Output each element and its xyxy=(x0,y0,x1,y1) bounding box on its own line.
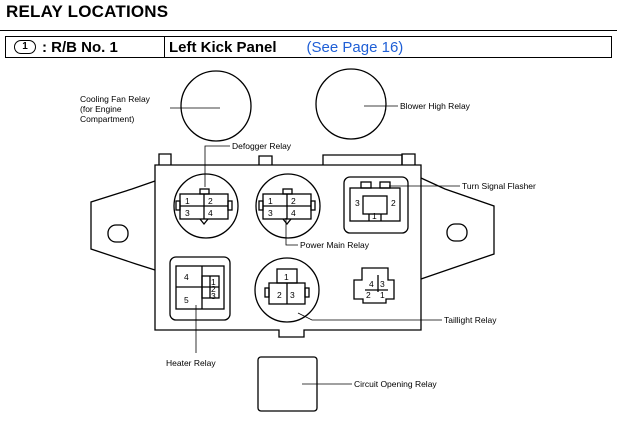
turn-signal-pin-3: 3 xyxy=(355,198,360,208)
right-mount-hole xyxy=(446,223,468,242)
defogger-pin-3: 3 xyxy=(185,208,190,218)
turn-signal-connector xyxy=(349,187,401,222)
label-circuit-opening: Circuit Opening Relay xyxy=(354,379,437,389)
heater-pin-1: 1 xyxy=(211,277,216,287)
heater-pin-2: 2 xyxy=(211,284,216,294)
small-connector xyxy=(353,267,395,304)
defogger-socket xyxy=(173,173,239,239)
label-power-main: Power Main Relay xyxy=(300,240,370,250)
location-header: 1 : R/B No. 1 Left Kick Panel (See Page … xyxy=(5,36,612,58)
label-cooling-fan-line-1: Cooling Fan Relay xyxy=(80,94,151,104)
turn-signal-pin-2: 2 xyxy=(391,198,396,208)
left-flange xyxy=(90,180,156,271)
label-blower-high: Blower High Relay xyxy=(400,101,471,111)
heater-pin-3: 3 xyxy=(211,291,216,301)
page-title: RELAY LOCATIONS xyxy=(6,2,169,21)
power-main-socket xyxy=(255,173,321,239)
left-mount-hole xyxy=(107,224,129,243)
heater-socket xyxy=(169,256,231,321)
taillight-pin-2: 2 xyxy=(277,290,282,300)
see-page-link[interactable]: (See Page 16) xyxy=(306,38,404,56)
turn-signal-socket xyxy=(343,176,409,234)
top-tab-2 xyxy=(258,155,273,165)
top-tab-4 xyxy=(401,153,416,165)
label-defogger: Defogger Relay xyxy=(232,141,292,151)
small-pin-4: 4 xyxy=(369,279,374,289)
power-main-pin-3: 3 xyxy=(268,208,273,218)
cooling-fan-relay-outline xyxy=(180,70,252,142)
small-pin-3: 3 xyxy=(380,279,385,289)
right-flange xyxy=(420,177,495,280)
label-heater: Heater Relay xyxy=(166,358,216,368)
blower-high-relay-outline xyxy=(315,68,387,140)
power-main-pin-4: 4 xyxy=(291,208,296,218)
location-cell: Left Kick Panel (See Page 16) xyxy=(165,39,403,56)
label-turn-signal: Turn Signal Flasher xyxy=(462,181,536,191)
rb-cell: 1 : R/B No. 1 xyxy=(6,37,165,57)
heater-pin-5: 5 xyxy=(184,295,189,305)
top-tab-1 xyxy=(158,153,172,165)
power-main-pin-1: 1 xyxy=(268,196,273,206)
relay-block-body xyxy=(154,164,422,338)
small-pin-1: 1 xyxy=(380,290,385,300)
rb-label: : R/B No. 1 xyxy=(42,38,118,56)
power-main-pin-2: 2 xyxy=(291,196,296,206)
location-name: Left Kick Panel xyxy=(169,38,277,56)
turn-signal-pin-1: 1 xyxy=(372,211,377,221)
label-cooling-fan-line-2: (for Engine xyxy=(80,104,122,114)
defogger-pin-4: 4 xyxy=(208,208,213,218)
label-taillight: Taillight Relay xyxy=(444,315,497,325)
heater-pin-4: 4 xyxy=(184,272,189,282)
power-main-latch xyxy=(282,188,293,195)
taillight-socket xyxy=(254,257,320,323)
taillight-pin-1: 1 xyxy=(284,272,289,282)
small-pin-2: 2 xyxy=(366,290,371,300)
taillight-pin-3: 3 xyxy=(290,290,295,300)
defogger-pin-2: 2 xyxy=(208,196,213,206)
label-cooling-fan-line-3: Compartment) xyxy=(80,114,134,124)
title-rule xyxy=(0,30,617,31)
location-number-badge: 1 xyxy=(14,40,36,54)
defogger-pin-1: 1 xyxy=(185,196,190,206)
defogger-latch xyxy=(199,188,210,195)
top-tab-3 xyxy=(322,154,403,165)
